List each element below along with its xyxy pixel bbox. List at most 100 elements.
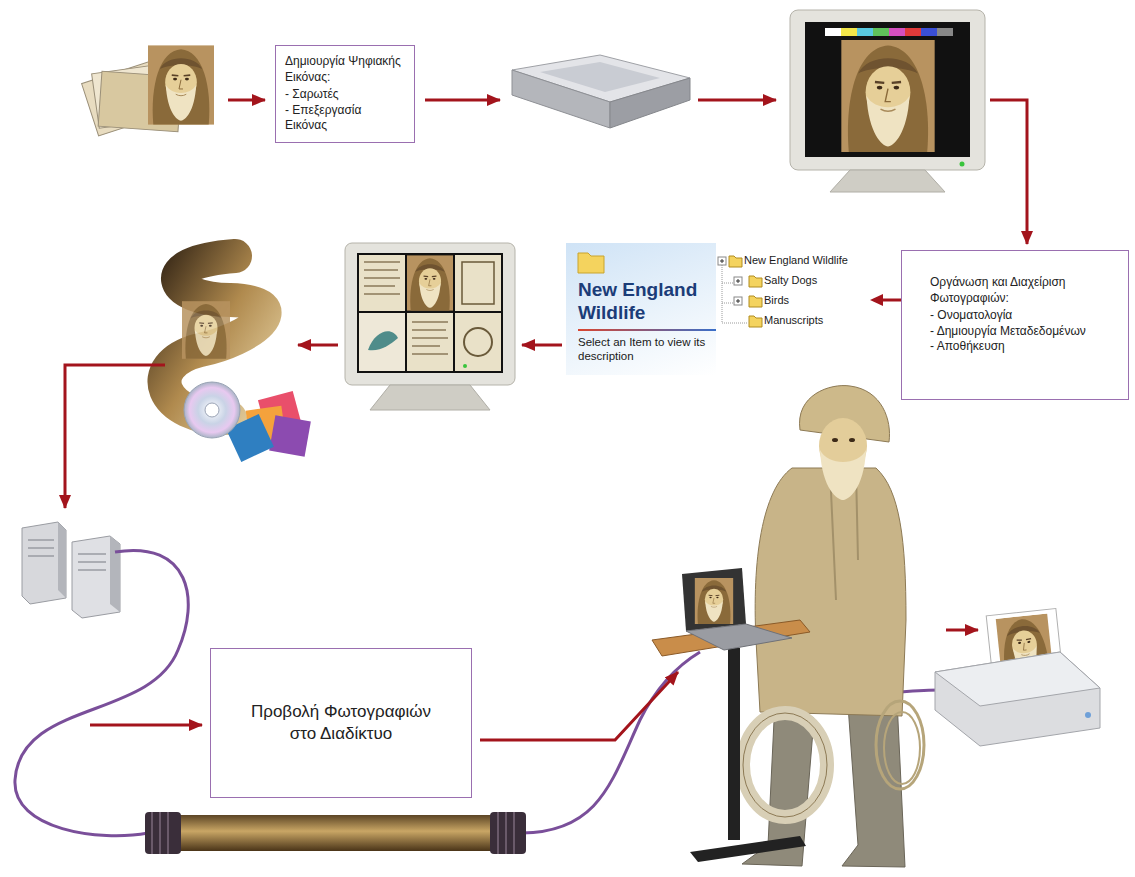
crt-monitor (889, 28, 905, 36)
fisherman-figure (842, 700, 905, 867)
thumbnail-monitor (462, 262, 494, 304)
crt-monitor (790, 10, 985, 170)
thumbnail-monitor (345, 243, 515, 410)
thumbnail-monitor (412, 322, 448, 354)
thumbnail-monitor (407, 313, 453, 371)
crt-monitor (841, 28, 857, 36)
crt-monitor (873, 28, 889, 36)
fisherman-figure (849, 438, 855, 442)
folder-icon (749, 296, 762, 307)
expand-icon (734, 277, 742, 285)
crt-monitor (937, 28, 953, 36)
photo-stack (148, 45, 214, 124)
tree-item: Manuscripts (764, 314, 823, 327)
crt-monitor (790, 10, 985, 192)
flow-arrow (522, 344, 562, 347)
expand-icon (718, 257, 726, 265)
crt-monitor (805, 22, 970, 157)
box-text: - Επεξεργασία Εικόνας (285, 103, 405, 134)
thumbnail-monitor (455, 313, 501, 371)
flow-arrow (946, 629, 978, 632)
box-text: - Αποθήκευση (930, 339, 1118, 355)
printer (935, 609, 1100, 746)
tree-root: New England Wildlife (744, 254, 848, 267)
thumbnail-monitor (359, 255, 405, 311)
panel-hint: Select an Item to view its description (578, 336, 728, 364)
folder-icon (729, 256, 742, 267)
crt-monitor (857, 28, 873, 36)
connector-arrow (870, 294, 901, 306)
storage-media (164, 256, 310, 462)
panel-title: New England Wildlife (578, 279, 718, 325)
expand-icon (736, 279, 740, 283)
storage-media (205, 403, 219, 417)
flow-arrow (480, 672, 678, 740)
laptop-table (652, 568, 810, 862)
flow-arrow (298, 344, 338, 347)
server (58, 522, 66, 598)
box-heading: Προβολή Φωτογραφιών στο Διαδίκτυο (239, 701, 443, 745)
printer (935, 652, 1100, 706)
scanner (512, 55, 690, 128)
fisherman-figure (884, 712, 920, 784)
connector-line (881, 299, 901, 302)
arrow-head (870, 294, 883, 306)
fisherman-figure (820, 450, 866, 500)
fisherman-figure (743, 713, 827, 817)
fiber-cable (490, 812, 526, 854)
folder-icon (749, 276, 762, 287)
box-text: - Σαρωτές (285, 87, 405, 103)
laptop-table (695, 578, 733, 624)
process-box: Προβολή Φωτογραφιών στο Διαδίκτυο (210, 648, 472, 798)
box-heading: Δημιουργία Ψηφιακής Εικόνας: (285, 54, 405, 85)
expand-icon (736, 299, 740, 303)
expand-icon (720, 259, 724, 263)
network-cable (15, 550, 188, 835)
fisherman-figure (743, 713, 827, 817)
thumbnail-monitor (407, 255, 453, 310)
flow-arrow (990, 100, 1027, 244)
flow-arrow (698, 99, 776, 102)
process-box: Δημιουργία Ψηφιακής Εικόνας: - Σαρωτές- Ε… (275, 45, 415, 143)
crt-monitor (825, 28, 841, 36)
server (22, 522, 120, 618)
tree-item: Salty Dogs (764, 274, 817, 287)
laptop-table (728, 648, 740, 840)
printer (1085, 712, 1091, 718)
server (28, 540, 106, 570)
storage-media (182, 301, 230, 359)
flow-arrow (65, 365, 165, 508)
server (110, 536, 120, 612)
folder-icon (578, 253, 604, 273)
box-text: - Δημιουργία Μεταδεδομένων (930, 324, 1118, 340)
thumbnail-monitor (368, 331, 398, 350)
title-underline (578, 329, 716, 331)
laptop-table (686, 624, 792, 650)
fiber-cable (175, 815, 495, 851)
flow-arrow (425, 99, 500, 102)
folder-icon (749, 316, 762, 327)
crt-monitor (960, 162, 965, 167)
fiber-cable (145, 812, 526, 854)
storage-media (269, 415, 311, 457)
tree-item: Birds (764, 294, 789, 307)
folder-panel: New England WildlifeSelect an Item to vi… (566, 243, 870, 375)
thumbnail-monitor (464, 328, 492, 356)
crt-monitor (841, 40, 934, 152)
thumbnail-monitor (345, 243, 515, 385)
thumbnail-monitor (370, 385, 490, 410)
box-text: - Ονοματολογία (930, 308, 1118, 324)
crt-monitor (830, 170, 945, 192)
thumbnail-monitor (455, 255, 501, 311)
fisherman-figure (876, 701, 924, 789)
fisherman-figure (755, 468, 906, 716)
storage-media (184, 382, 240, 438)
expand-icon (734, 297, 742, 305)
server (22, 522, 66, 604)
thumbnail-monitor (463, 364, 467, 368)
laptop-table (652, 620, 810, 656)
box-heading: Οργάνωση και Διαχείριση Φωτογραφιών: (930, 275, 1118, 306)
tree-line (722, 265, 748, 323)
